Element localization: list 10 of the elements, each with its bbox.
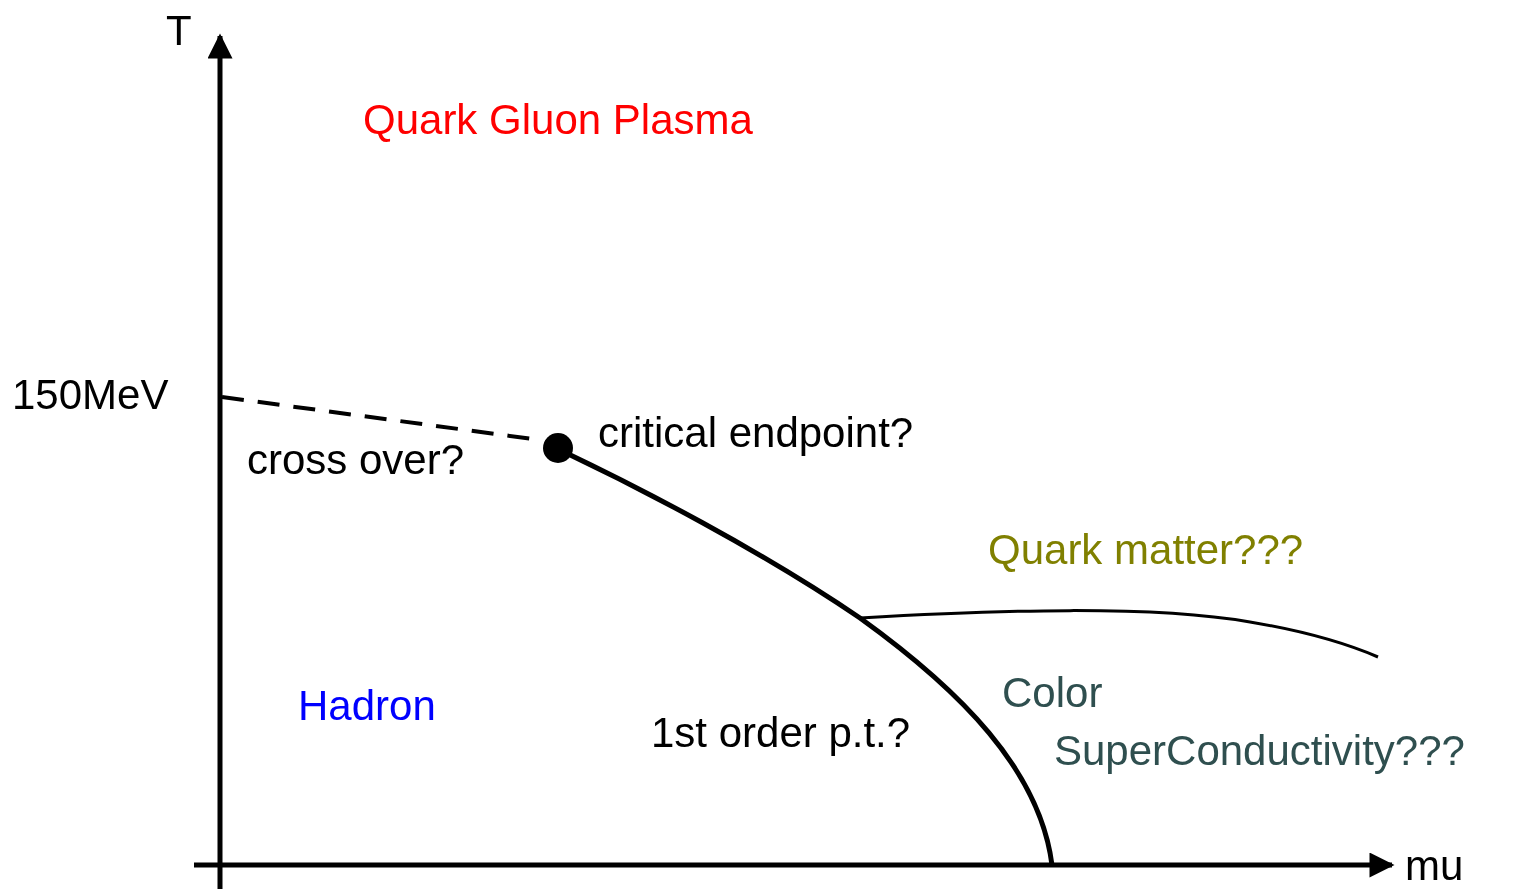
region-label: Color SuperConductivity??? bbox=[1002, 668, 1466, 776]
region-label: Quark Gluon Plasma bbox=[363, 95, 753, 145]
region-label: Quark matter??? bbox=[988, 525, 1304, 575]
axis-label: T bbox=[166, 6, 192, 56]
region-label: Hadron bbox=[298, 681, 436, 731]
annotation-label: cross over? bbox=[247, 435, 465, 485]
annotation-label: 1st order p.t.? bbox=[651, 708, 911, 758]
axis-label: mu bbox=[1405, 841, 1464, 889]
tick-label: 150MeV bbox=[12, 370, 169, 420]
annotation-label: critical endpoint? bbox=[598, 408, 914, 458]
